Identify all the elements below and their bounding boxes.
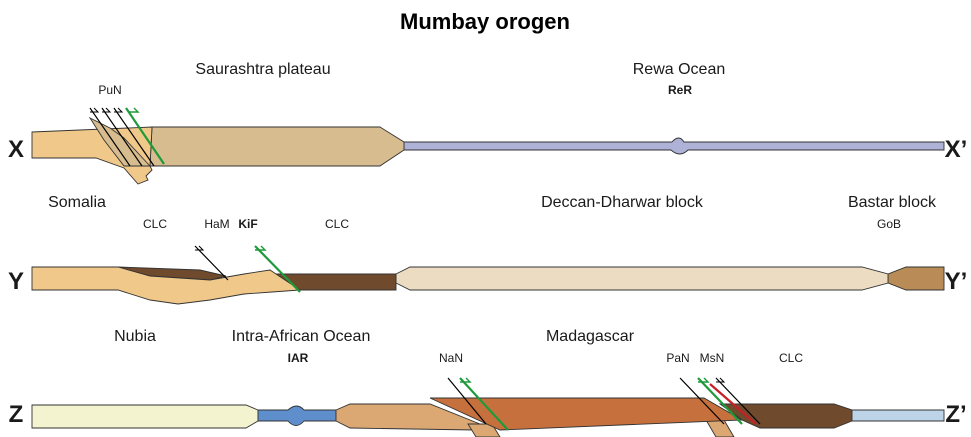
shear-arrows: [90, 108, 122, 112]
section-x-start-label: X: [8, 136, 24, 163]
nubia-block: [32, 405, 258, 428]
section-z-end-label: Z’: [945, 401, 966, 428]
unit-label-gob: GoB: [877, 217, 901, 231]
bastar-block: [888, 267, 944, 290]
region-label-bastar-block: Bastar block: [848, 194, 937, 211]
section-z-start-label: Z: [9, 401, 24, 428]
unit-label-pun: PuN: [98, 83, 121, 97]
unit-label-clc: CLC: [779, 351, 803, 365]
unit-label-nan: NaN: [439, 351, 463, 365]
diagram-title: Mumbay orogen: [400, 9, 570, 34]
section-x: Saurashtra plateau Rewa Ocean PuN ReR X …: [8, 61, 967, 184]
section-x-end-label: X’: [945, 136, 968, 163]
rewa-ocean-crust: [404, 138, 944, 154]
region-label-madagascar: Madagascar: [546, 328, 635, 345]
green-shear-arrow: [128, 108, 138, 112]
region-label-somalia: Somalia: [48, 194, 106, 211]
unit-label-rer: ReR: [668, 83, 692, 97]
section-y: Somalia Deccan-Dharwar block Bastar bloc…: [8, 194, 967, 304]
region-label-rewa-ocean: Rewa Ocean: [633, 61, 726, 78]
clc-slab: [720, 404, 852, 428]
region-label-deccan-dharwar-block: Deccan-Dharwar block: [541, 194, 704, 211]
unit-label-kif: KiF: [238, 217, 257, 231]
unit-label-iar: IAR: [288, 351, 309, 365]
deccan-dharwar-block: [396, 267, 888, 290]
unit-label-msn: MsN: [700, 351, 725, 365]
section-z: Nubia Intra-African Ocean Madagascar IAR…: [9, 328, 967, 437]
eastern-ocean-crust: [852, 410, 944, 421]
region-label-saurashtra-plateau: Saurashtra plateau: [195, 61, 330, 78]
section-y-end-label: Y’: [945, 268, 968, 295]
unit-label-clc: CLC: [143, 217, 167, 231]
region-label-nubia: Nubia: [114, 328, 156, 345]
unit-label-clc-2: CLC: [325, 217, 349, 231]
unit-label-pan: PaN: [666, 351, 689, 365]
section-y-start-label: Y: [8, 268, 24, 295]
saurashtra-plateau: [150, 127, 404, 166]
region-label-intra-african-ocean: Intra-African Ocean: [232, 328, 371, 345]
lower-wedge: [706, 420, 734, 437]
intra-african-ocean-crust: [258, 406, 336, 426]
unit-label-ham: HaM: [204, 217, 229, 231]
